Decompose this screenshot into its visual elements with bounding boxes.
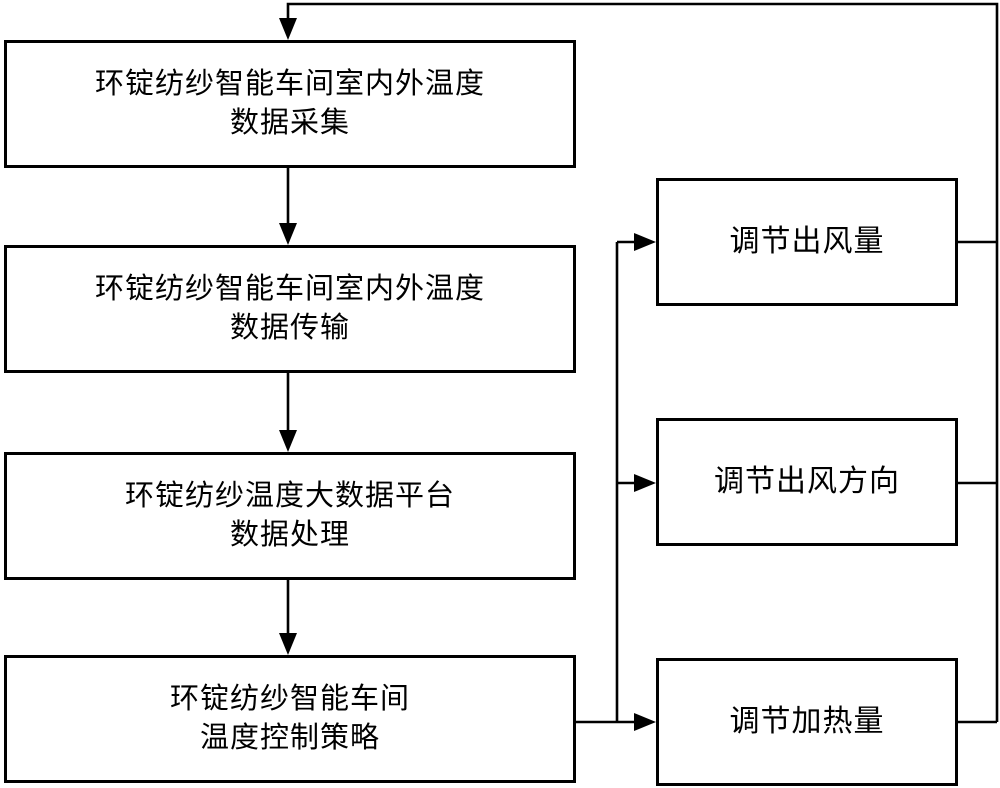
feedback-arrow-to-collect xyxy=(279,2,999,722)
node-text-line: 数据采集 xyxy=(229,107,350,139)
node-temperature-control-strategy: 环锭纺纱智能车间 温度控制策略 xyxy=(4,655,576,783)
node-temperature-data-collection: 环锭纺纱智能车间室内外温度 数据采集 xyxy=(4,40,576,168)
node-temperature-data-transmission: 环锭纺纱智能车间室内外温度 数据传输 xyxy=(4,245,576,373)
arrow-strategy-to-heating xyxy=(617,713,656,731)
node-text-line: 调节加热量 xyxy=(729,705,885,738)
node-text-line: 调节出风方向 xyxy=(714,465,900,498)
node-bigdata-platform-processing: 环锭纺纱温度大数据平台 数据处理 xyxy=(4,452,576,580)
arrow-process-to-strategy xyxy=(279,580,297,655)
arrow-collect-to-transmit xyxy=(279,168,297,245)
arrow-strategy-to-direction xyxy=(617,474,656,492)
node-text-line: 环锭纺纱智能车间 xyxy=(169,683,410,715)
node-text-line: 数据处理 xyxy=(229,519,350,551)
node-adjust-airflow-direction: 调节出风方向 xyxy=(656,418,958,546)
branch-strategy-trunk xyxy=(576,242,619,724)
node-text-line: 调节出风量 xyxy=(729,225,885,258)
node-text-line: 环锭纺纱智能车间室内外温度 xyxy=(94,68,485,100)
node-text-line: 温度控制策略 xyxy=(199,722,380,754)
node-text-line: 环锭纺纱温度大数据平台 xyxy=(124,480,455,512)
arrow-transmit-to-process xyxy=(279,373,297,452)
node-adjust-heating-amount: 调节加热量 xyxy=(656,658,958,786)
node-adjust-airflow-volume: 调节出风量 xyxy=(656,178,958,306)
node-text-line: 环锭纺纱智能车间室内外温度 xyxy=(94,273,485,305)
node-text-line: 数据传输 xyxy=(229,312,350,344)
arrow-strategy-to-airflow xyxy=(617,233,656,251)
